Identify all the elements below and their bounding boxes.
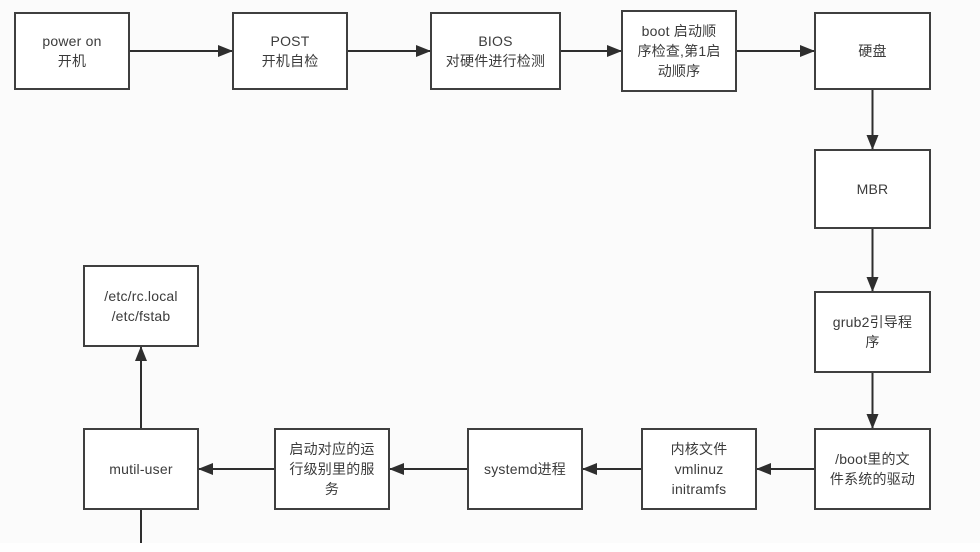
node-systemd: systemd进程 bbox=[467, 428, 583, 510]
node-label: systemd进程 bbox=[484, 461, 566, 477]
node-mbr: MBR bbox=[814, 149, 931, 229]
node-label: POST 开机自检 bbox=[261, 33, 319, 69]
node-label: grub2引导程 序 bbox=[832, 314, 913, 350]
node-hard-disk: 硬盘 bbox=[814, 12, 931, 90]
node-label: BIOS 对硬件进行检测 bbox=[445, 33, 546, 69]
node-power-on: power on 开机 bbox=[14, 12, 130, 90]
node-label: MBR bbox=[856, 181, 889, 197]
node-bios: BIOS 对硬件进行检测 bbox=[430, 12, 561, 90]
node-grub2: grub2引导程 序 bbox=[814, 291, 931, 373]
node-mutil-user: mutil-user bbox=[83, 428, 199, 510]
node-label: mutil-user bbox=[109, 461, 173, 477]
node-label: /boot里的文 件系统的驱动 bbox=[829, 451, 916, 487]
node-label: power on 开机 bbox=[42, 33, 102, 69]
node-boot-fs-driver: /boot里的文 件系统的驱动 bbox=[814, 428, 931, 510]
node-label: 启动对应的运 行级别里的服 务 bbox=[289, 441, 375, 497]
bottom-edge-strip bbox=[0, 543, 980, 552]
node-post: POST 开机自检 bbox=[232, 12, 348, 90]
node-label: 内核文件 vmlinuz initramfs bbox=[670, 441, 728, 497]
node-label: 硬盘 bbox=[858, 43, 887, 59]
node-runlevel-services: 启动对应的运 行级别里的服 务 bbox=[274, 428, 390, 510]
node-etc-config: /etc/rc.local /etc/fstab bbox=[83, 265, 199, 347]
node-label: boot 启动顺 序检查,第1启 动顺序 bbox=[637, 23, 721, 79]
node-boot-order: boot 启动顺 序检查,第1启 动顺序 bbox=[621, 10, 737, 92]
node-label: /etc/rc.local /etc/fstab bbox=[104, 288, 178, 324]
node-kernel-files: 内核文件 vmlinuz initramfs bbox=[641, 428, 757, 510]
